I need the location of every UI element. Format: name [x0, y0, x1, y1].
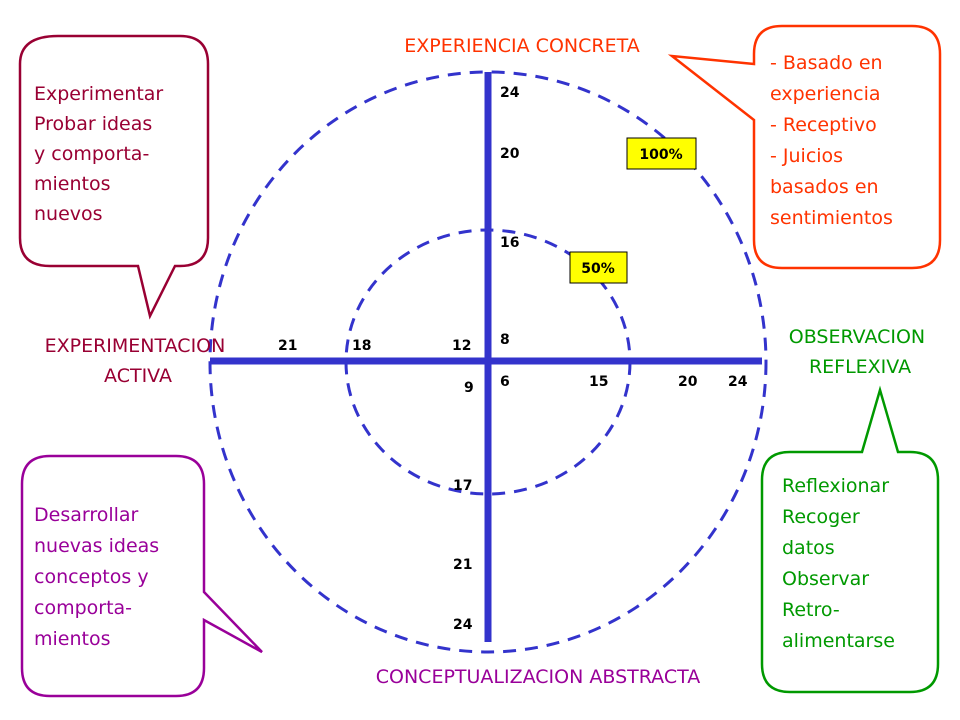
percent-inner-label: 50%	[581, 261, 615, 277]
axis-title-left-line2: ACTIVA	[104, 365, 172, 387]
callout-text-bottom-left: Desarrollar nuevas ideas conceptos y com…	[34, 504, 165, 650]
axis-title-bottom: CONCEPTUALIZACION ABSTRACTA	[376, 666, 700, 688]
callout-bubble-bottom-right: Reflexionar Recoger datos Observar Retro…	[760, 385, 940, 694]
axis-title-top: EXPERIENCIA CONCRETA	[404, 35, 639, 57]
tick-right: 6	[500, 374, 510, 390]
callout-bubble-bottom-left: Desarrollar nuevas ideas conceptos y com…	[20, 454, 263, 698]
axis-title-right-line1: OBSERVACION	[789, 326, 925, 348]
callout-bubble-top-left: Experimentar Probar ideas y comporta- mi…	[18, 34, 210, 320]
callout-text-top-left: Experimentar Probar ideas y comporta- mi…	[34, 83, 169, 225]
axis-title-right-line2: REFLEXIVA	[809, 356, 911, 378]
callout-text-top-right: - Basado en experiencia - Receptivo - Ju…	[770, 52, 893, 229]
tick-down: 24	[453, 617, 473, 633]
callout-text-bottom-right: Reflexionar Recoger datos Observar Retro…	[782, 475, 895, 652]
tick-right: 20	[678, 374, 698, 390]
tick-up: 16	[500, 235, 519, 251]
tick-left: 21	[278, 338, 297, 354]
tick-left: 18	[352, 338, 371, 354]
tick-left: 12	[452, 338, 471, 354]
tick-up: 8	[500, 332, 510, 348]
axis-title-right: OBSERVACION REFLEXIVA	[789, 326, 931, 378]
percent-box-inner: 50%	[569, 251, 628, 284]
tick-right: 15	[589, 374, 608, 390]
tick-down: 21	[453, 557, 472, 573]
axis-title-left: EXPERIMENTACION ACTIVA	[45, 335, 232, 387]
percent-box-outer: 100%	[626, 137, 697, 170]
callout-bubble-top-right: - Basado en experiencia - Receptivo - Ju…	[667, 24, 942, 270]
tick-up: 24	[500, 85, 520, 101]
tick-right: 24	[728, 374, 748, 390]
tick-up: 20	[500, 146, 520, 162]
tick-down: 17	[453, 478, 472, 494]
axis-title-left-line1: EXPERIMENTACION	[45, 335, 226, 357]
tick-down: 9	[464, 380, 474, 396]
percent-outer-label: 100%	[639, 147, 682, 163]
